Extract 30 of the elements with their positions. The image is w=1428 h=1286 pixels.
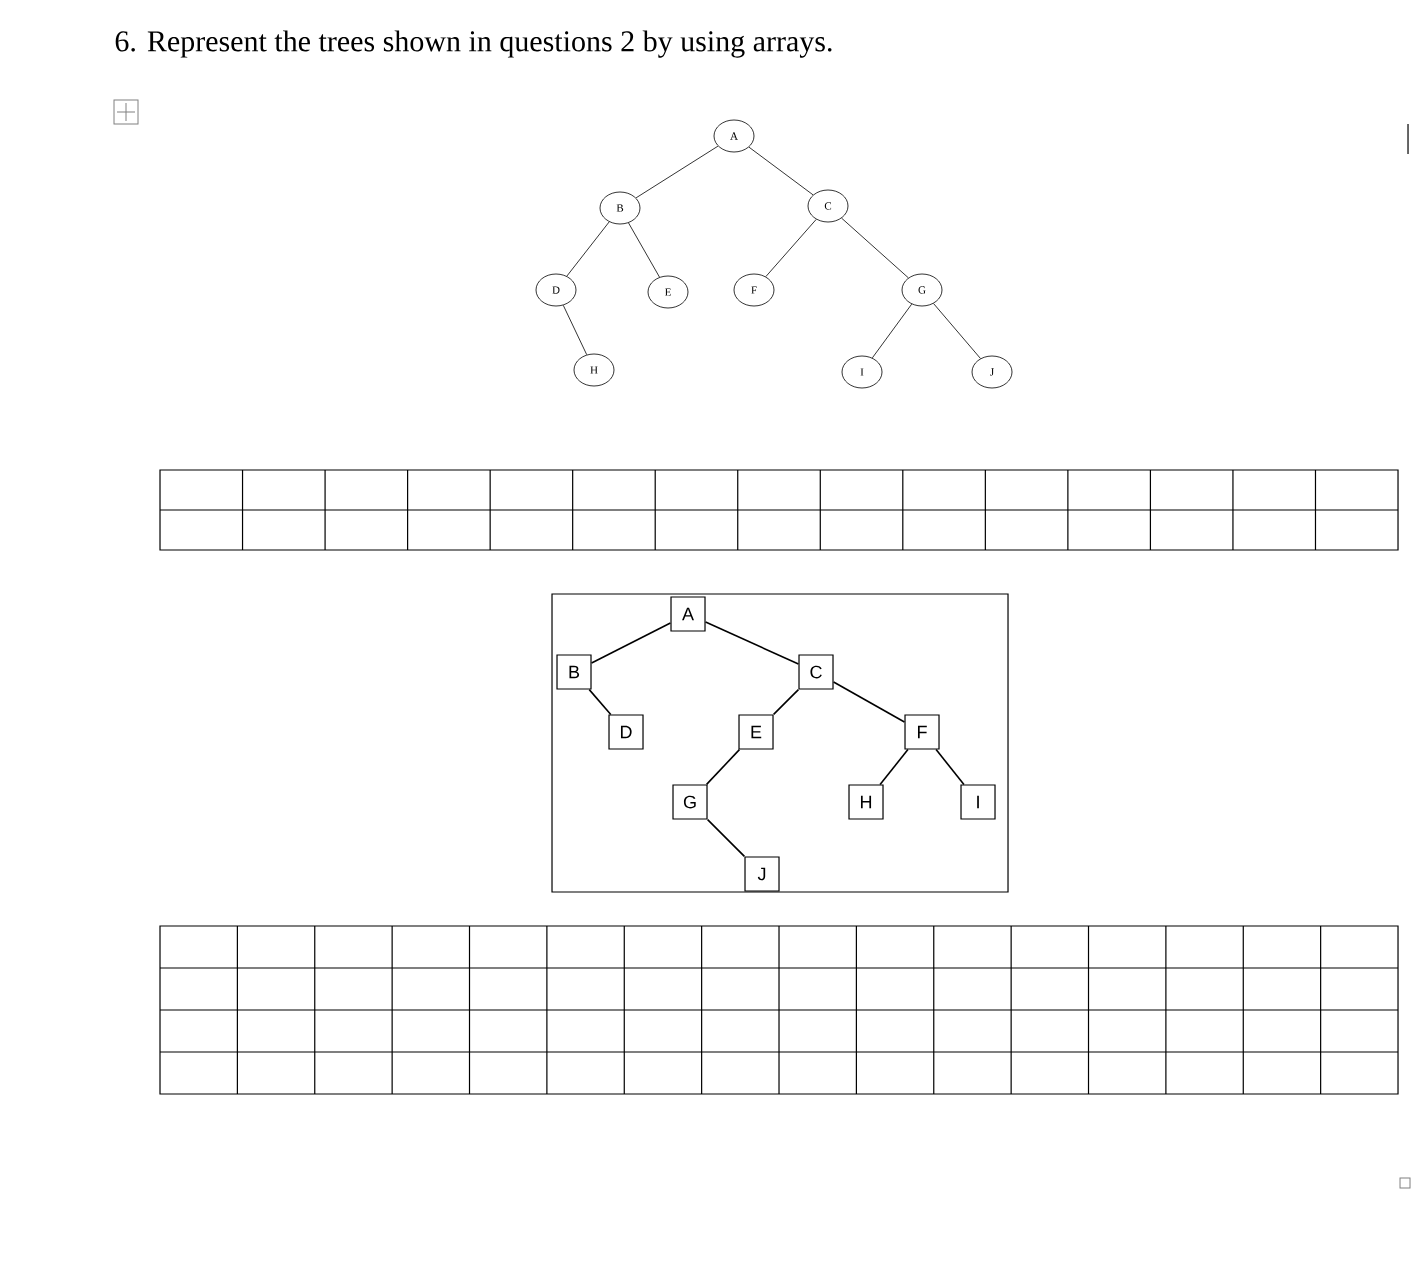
tree-edge [628,222,660,278]
tree-frame [551,593,1009,893]
question-title: 6. Represent the trees shown in questions 2 by using arrays. [115,30,832,58]
tree-node-box: E [738,714,774,750]
tree-edge [705,748,741,786]
tree-edge [841,217,909,279]
tree-edge [832,681,906,723]
tree-edge [871,303,913,359]
tree-edge [772,688,800,716]
tree-edge [935,748,965,786]
tree-node-box: G [672,784,708,820]
tree-edge [704,621,800,665]
tree-edge [748,146,814,196]
tree-edge [933,303,981,359]
tree-node-box: I [960,784,996,820]
tree-edge [566,221,610,277]
tree-edge [588,688,612,716]
tree-edge [706,818,746,858]
tree-edge [765,219,817,278]
tree-node-box: B [556,654,592,690]
tree-node-box: A [670,596,706,632]
tree-node-box: C [798,654,834,690]
tree-node-box: J [744,856,780,892]
tree-edge [562,304,588,356]
tree-edge [879,748,909,786]
tree-node-box: D [608,714,644,750]
tree-node-box: H [848,784,884,820]
tree-edge [590,622,672,664]
tree-edge [635,145,719,199]
tree-node-box: F [904,714,940,750]
